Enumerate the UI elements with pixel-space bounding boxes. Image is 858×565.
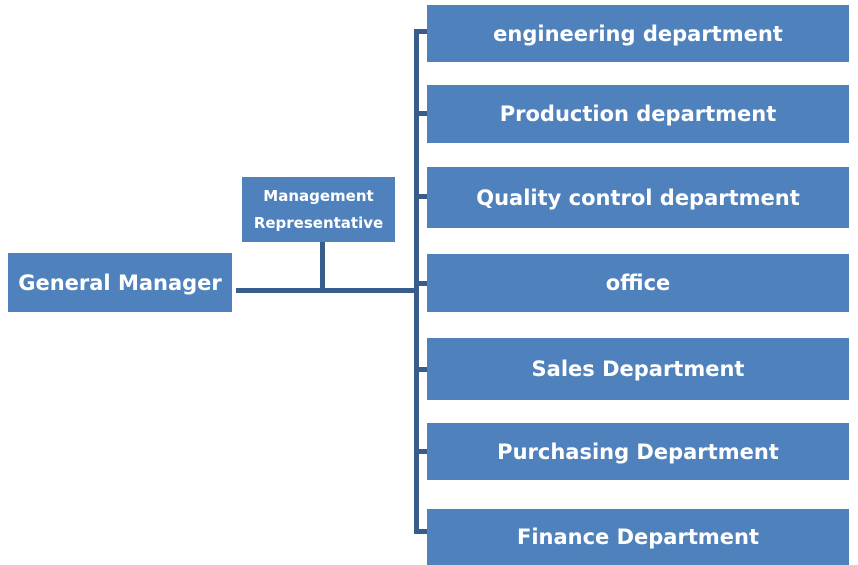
node-department-finance: Finance Department (427, 509, 849, 565)
connector-stub-quality-control (414, 193, 427, 199)
node-department-purchasing: Purchasing Department (427, 423, 849, 480)
connector-stub-sales (414, 366, 427, 372)
node-department-office: office (427, 254, 849, 312)
connector-stub-engineering (414, 29, 427, 34)
connector-stub-office (414, 280, 427, 286)
node-department-engineering: engineering department (427, 5, 849, 62)
connector-management-representative-drop (320, 242, 325, 293)
node-department-production: Production department (427, 85, 849, 143)
connector-stub-purchasing (414, 449, 427, 454)
node-department-quality-control: Quality control department (427, 167, 849, 228)
node-general-manager: General Manager (8, 253, 232, 312)
node-management-representative: Management Representative (242, 177, 395, 242)
connector-general-manager-line (236, 288, 418, 293)
connector-stub-production (414, 110, 427, 116)
connector-stub-finance (414, 528, 427, 534)
node-department-sales: Sales Department (427, 338, 849, 400)
